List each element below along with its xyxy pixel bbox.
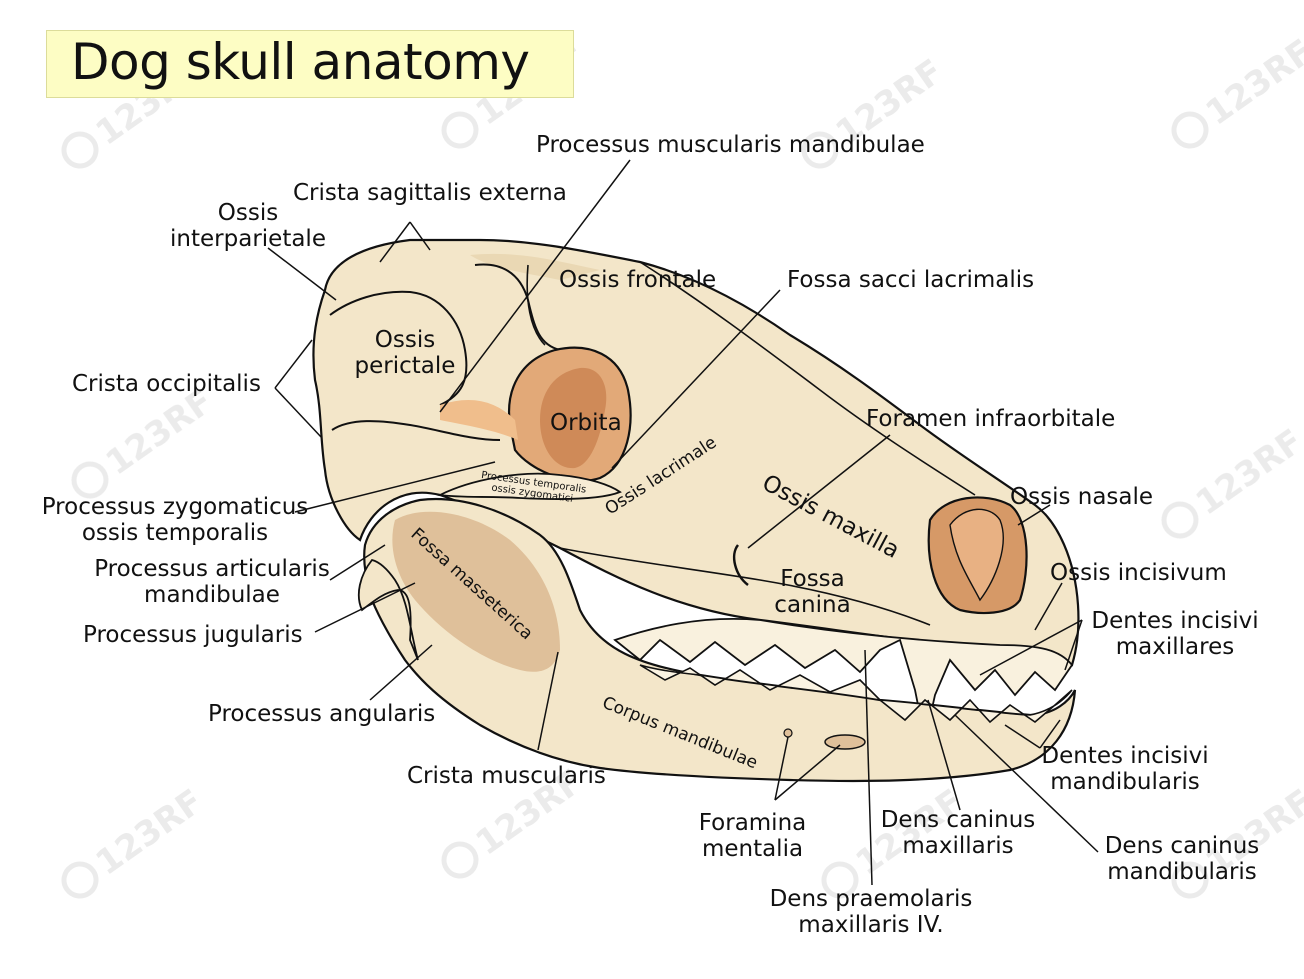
label-fossa-canina: Fossa canina — [765, 566, 860, 618]
label-processus-zygomaticus: Processus zygomaticus ossis temporalis — [30, 494, 320, 546]
label-dens-caninus-mandibularis: Dens caninus mandibularis — [1092, 833, 1272, 885]
orbit-inner — [540, 367, 607, 469]
label-crista-occipitalis: Crista occipitalis — [72, 371, 261, 397]
label-line: maxillaris — [902, 833, 1014, 859]
suture-nasal — [639, 261, 976, 496]
label-processus-angularis: Processus angularis — [208, 701, 436, 727]
label-dentes-incisivi-maxillares: Dentes incisivi maxillares — [1085, 608, 1265, 660]
label-ossis-perictale: Ossis perictale — [345, 327, 465, 379]
label-fossa-sacci-lacrimalis: Fossa sacci lacrimalis — [787, 267, 1035, 293]
label-line: Processus zygomaticus — [41, 494, 309, 520]
label-line: mandibularis — [1050, 769, 1200, 795]
label-line: perictale — [354, 353, 456, 379]
lower-teeth — [639, 664, 1073, 724]
upper-teeth — [613, 618, 1074, 741]
orbit-highlight — [440, 400, 518, 440]
label-ossis-frontale: Ossis frontale — [559, 267, 717, 293]
label-line: mentalia — [701, 836, 804, 862]
maxilla-line — [559, 547, 931, 626]
mental-foramen-large — [824, 734, 866, 750]
nostril-inner — [949, 508, 1004, 602]
label-line: Foramina — [698, 810, 807, 836]
leader-lines — [267, 159, 1099, 886]
label-dens-caninus-maxillaris: Dens caninus maxillaris — [872, 807, 1044, 859]
label-crista-sagittalis-externa: Crista sagittalis externa — [293, 180, 567, 206]
label-processus-articularis: Processus articularis mandibulae — [82, 556, 342, 608]
label-ossis-nasale: Ossis nasale — [1010, 484, 1154, 510]
diagram-title: Dog skull anatomy — [71, 33, 530, 91]
label-line: Dentes incisivi — [1091, 608, 1259, 634]
label-line: interparietale — [170, 226, 326, 252]
zygomatic-arch — [437, 472, 622, 500]
cranium-shading — [470, 253, 600, 280]
label-foramina-mentalia: Foramina mentalia — [690, 810, 815, 862]
label-line: Fossa — [780, 566, 845, 592]
label-ossis-incisivum: Ossis incisivum — [1050, 560, 1227, 586]
infraorbital-foramen — [732, 544, 749, 586]
label-dentes-incisivi-mandibularis: Dentes incisivi mandibularis — [1030, 743, 1220, 795]
title-box: Dog skull anatomy — [46, 30, 574, 98]
label-line: mandibularis — [1107, 859, 1257, 885]
suture-parietal — [329, 290, 468, 406]
label-line: Processus articularis — [94, 556, 330, 582]
label-line: Ossis — [217, 200, 279, 226]
label-line: maxillaris IV. — [798, 912, 944, 938]
occipital-crest-line — [331, 420, 501, 441]
suture-frontal-2 — [526, 264, 546, 346]
label-line: Dens caninus — [880, 807, 1036, 833]
watermark-text: 123RF — [1199, 32, 1304, 134]
masseteric-fossa — [392, 511, 560, 672]
label-line: Ossis — [374, 327, 436, 353]
label-ossis-interparietale: Ossis interparietale — [168, 200, 328, 252]
label-crista-muscularis: Crista muscularis — [407, 763, 606, 789]
watermark-text: 123RF — [1189, 422, 1304, 524]
label-foramen-infraorbitale: Foramen infraorbitale — [866, 406, 1116, 432]
label-dens-praemolaris-maxillaris: Dens praemolaris maxillaris IV. — [757, 886, 985, 938]
label-line: maxillares — [1115, 634, 1235, 660]
label-line: Dens caninus — [1104, 833, 1260, 859]
label-line: ossis temporalis — [81, 520, 269, 546]
label-line: Dentes incisivi — [1041, 743, 1209, 769]
label-processus-muscularis-mandibulae: Processus muscularis mandibulae — [536, 132, 925, 158]
label-line: mandibulae — [144, 582, 280, 608]
label-orbita: Orbita — [550, 410, 622, 436]
label-line: Dens praemolaris — [769, 886, 973, 912]
watermark-text: 123RF — [89, 782, 211, 884]
label-processus-jugularis: Processus jugularis — [83, 622, 303, 648]
label-line: canina — [774, 592, 851, 618]
mental-foramen-small — [783, 728, 793, 738]
